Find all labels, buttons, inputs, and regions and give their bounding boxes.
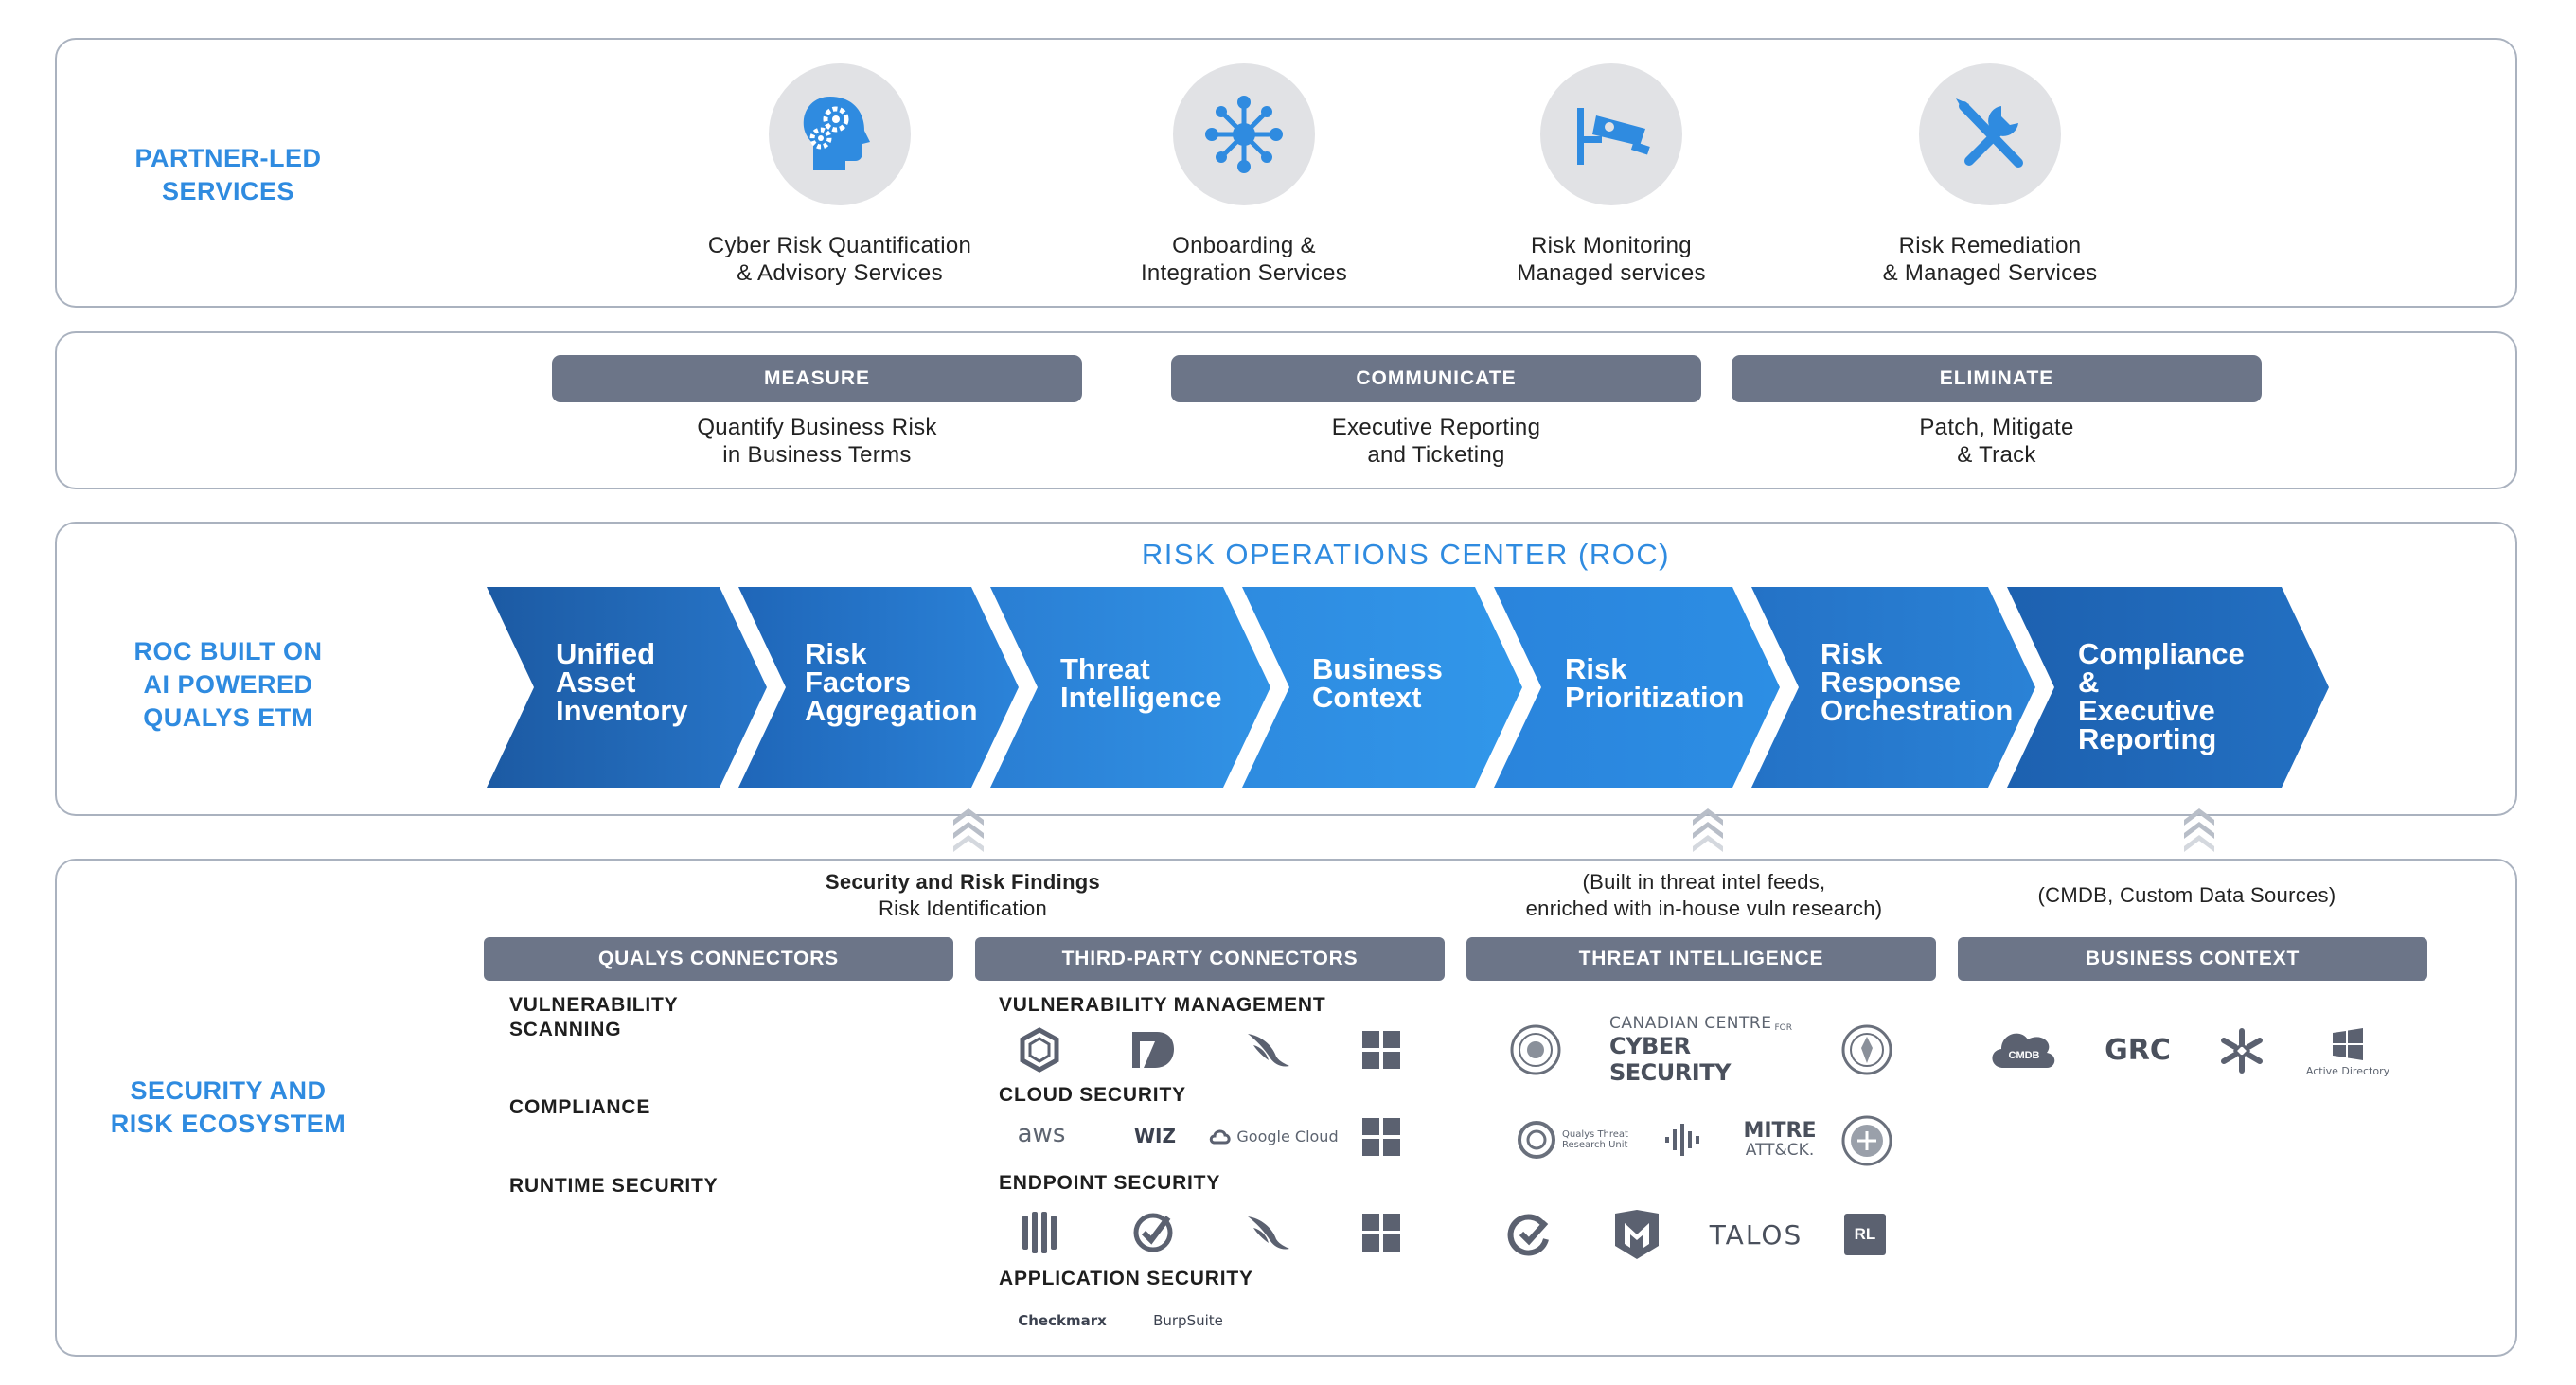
service-onboarding-integration: Onboarding & Integration Services [1045,63,1443,287]
findings-title: Security and Risk Findings [825,870,1101,894]
wrench-screwdriver-icon [1919,63,2061,205]
attck-text: ATT&CK. [1745,1141,1815,1160]
group-application-security: APPLICATION SECURITY [999,1268,1253,1289]
cccs-bottom-text: CYBER SECURITY [1609,1033,1731,1086]
roc-label: ROC BUILT ON AI POWERED QUALYS ETM [133,637,323,732]
seal-logo-icon [1839,1113,1894,1168]
crowdstrike-logo-icon [1242,1025,1295,1074]
up-arrow-icon [1693,808,1723,852]
seal-logo-icon [1508,1022,1563,1077]
chevron-label-7: Compliance & Executive Reporting [2078,637,2245,755]
shield-m-logo-icon [1609,1206,1664,1263]
service-caption: Onboarding & Integration Services [1140,233,1348,286]
category-qualys-connectors: QUALYS CONNECTORS [484,937,953,981]
cccs-for-text: FOR [1774,1023,1792,1033]
business-note: (CMDB, Custom Data Sources) [2037,883,2336,907]
chevron-label-3: Threat Intelligence [1060,652,1222,714]
chevron-label-2: Risk Factors Aggregation [805,637,978,727]
wiz-logo: WIZ [1133,1125,1176,1147]
group-endpoint-security: ENDPOINT SECURITY [999,1172,1221,1194]
partner-services-label: PARTNER-LED SERVICES [134,144,322,205]
chevron-step-6 [1751,587,2035,788]
rl-logo: RL [1844,1214,1886,1255]
group-cloud-security: CLOUD SECURITY [999,1084,1186,1106]
mitre-text: MITRE [1743,1119,1817,1143]
phase-communicate-desc: Executive Reporting and Ticketing [1331,415,1541,468]
brain-gears-icon [769,63,911,205]
chevron-step-7 [2007,587,2329,788]
cccs-top-text: CANADIAN CENTRE [1609,1014,1772,1033]
soundwave-logo-icon [1661,1119,1703,1161]
chevron-label-5: Risk Prioritization [1565,652,1745,714]
rapid7-logo-icon [1127,1025,1180,1074]
chevron-label-1: Unified Asset Inventory [556,637,688,727]
findings-subtitle: Risk Identification [878,897,1048,920]
chevron-step-2 [738,587,1019,788]
phase-eliminate-desc: Patch, Mitigate & Track [1919,415,2074,468]
category-third-party-connectors: THIRD-PARTY CONNECTORS [975,937,1445,981]
cmdb-text: CMDB [2008,1050,2040,1061]
service-risk-monitoring: Risk Monitoring Managed services [1412,63,1810,287]
qualys-item-runtime-security: RUNTIME SECURITY [509,1175,719,1197]
qualys-tru-text: Qualys Threat Research Unit [1562,1129,1628,1150]
seal-logo-icon [1839,1022,1894,1077]
phase-measure-pill: MEASURE [552,355,1082,402]
service-risk-remediation: Risk Remediation & Managed Services [1791,63,2189,287]
google-cloud-logo: Google Cloud [1202,1117,1344,1155]
aws-logo: aws [1017,1120,1066,1148]
group-vulnerability-management: VULNERABILITY MANAGEMENT [999,994,1326,1016]
threat-note: (Built in threat intel feeds, enriched w… [1525,870,1883,920]
service-cyber-risk-quantification: Cyber Risk Quantification & Advisory Ser… [641,63,1039,287]
chevron-step-1 [487,587,767,788]
chevron-label-4: Business Context [1312,652,1443,714]
ecosystem-label: SECURITY AND RISK ECOSYSTEM [110,1076,346,1138]
qualys-item-compliance: COMPLIANCE [509,1096,651,1118]
microsoft-logo-icon [1362,1118,1400,1156]
roc-title: RISK OPERATIONS CENTER (ROC) [1141,538,1671,571]
burpsuite-logo: BurpSuite [1153,1312,1223,1329]
snowflake-logo-icon [2215,1024,2268,1077]
network-hub-icon [1173,63,1315,205]
microsoft-logo-icon [1362,1031,1400,1069]
phase-eliminate-pill: ELIMINATE [1732,355,2262,402]
security-camera-icon [1540,63,1682,205]
cccs-logo: CANADIAN CENTRE FOR CYBER SECURITY [1609,1014,1799,1086]
category-threat-intelligence: THREAT INTELLIGENCE [1466,937,1936,981]
grc-logo: GRC [2105,1033,2171,1067]
ecosystem-panel [55,859,2517,1357]
google-cloud-text: Google Cloud [1236,1127,1339,1145]
cmdb-cloud-logo: CMDB [1986,1024,2062,1077]
qualys-item-vuln-scanning: VULNERABILITY SCANNING [509,994,679,1040]
chevron-step-3 [990,587,1270,788]
rl-text: RL [1854,1225,1876,1243]
up-arrow-icon [953,808,984,852]
mitre-attck-logo: MITRE ATT&CK. [1742,1115,1818,1164]
up-arrow-icon [2184,808,2214,852]
phase-communicate-pill: COMMUNICATE [1171,355,1701,402]
chevron-step-5 [1494,587,1780,788]
service-caption: Risk Monitoring Managed services [1517,233,1706,286]
check-circle-logo-icon [1503,1208,1556,1261]
service-caption: Risk Remediation & Managed Services [1882,233,2098,286]
active-directory-text: Active Directory [2305,1064,2390,1077]
sentinelone-logo-icon [1015,1208,1064,1257]
hexagon-logo-icon [1015,1025,1064,1074]
findings-note: Security and Risk Findings Risk Identifi… [773,869,1152,922]
qualys-tru-logo: Qualys Threat Research Unit [1505,1115,1638,1164]
crowdstrike-logo-icon [1242,1208,1295,1257]
check-target-logo-icon [1127,1208,1180,1257]
checkmarx-logo: Checkmarx [1018,1312,1107,1329]
microsoft-logo-icon [1362,1214,1400,1252]
phase-measure-desc: Quantify Business Risk in Business Terms [697,415,937,468]
talos-logo: TALOS [1709,1218,1803,1251]
service-caption: Cyber Risk Quantification & Advisory Ser… [707,233,972,286]
chevron-step-4 [1242,587,1522,788]
chevron-label-6: Risk Response Orchestration [1821,637,2014,727]
category-business-context: BUSINESS CONTEXT [1958,937,2427,981]
active-directory-logo: Active Directory [2291,1022,2405,1081]
